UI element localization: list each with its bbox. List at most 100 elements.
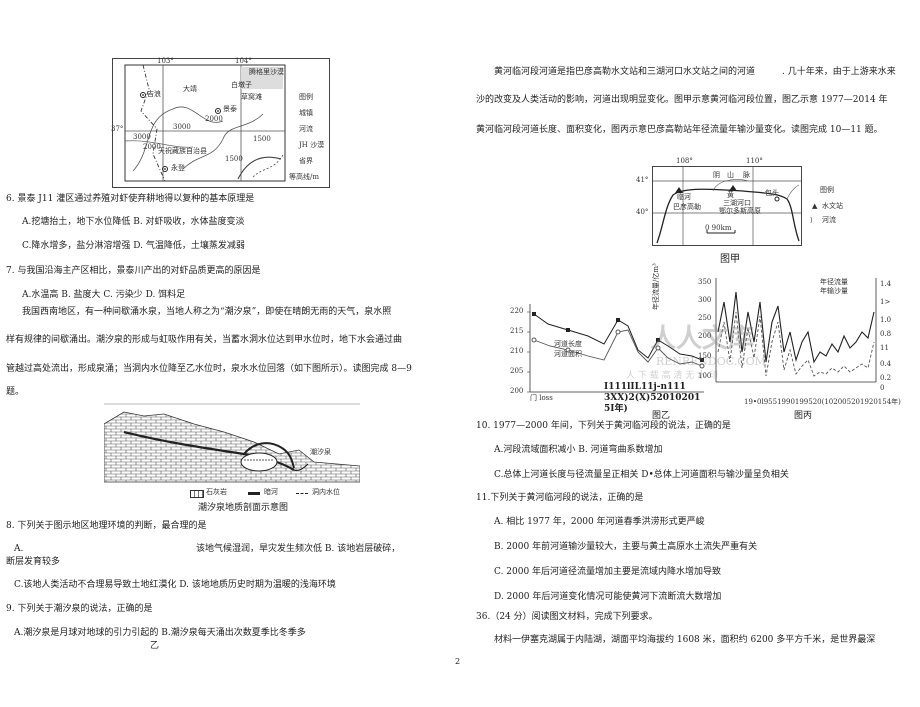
map2-legend-title: 图例 xyxy=(820,186,834,194)
contour-1500-a: 1500 xyxy=(253,135,271,143)
question-10-options-ab: A.河段流域面积减小 B. 河道弯曲系数增加 xyxy=(494,445,663,455)
chart-yi: 220 215 210 205 200 河道长度 河道面积 xyxy=(508,300,708,410)
legend-limestone: 石灰岩 xyxy=(206,488,227,496)
question-8-options-cd: C.该地人类活动不合理易导致土地红漠化 D. 该地地质历史时期为温暖的浅海环境 xyxy=(14,580,336,590)
chart-yi-ytick-220: 220 xyxy=(510,307,524,315)
intro-line-2: 沙的改变及人类活动的影响，河道出现明显变化。图甲示意黄河临河段位置，图乙示意 1… xyxy=(476,95,888,105)
question-10-options-cd: C.总体上河道长度与径流量呈正相关 D•总体上河道面积与输沙量呈负相关 xyxy=(494,470,789,480)
tidal-spring-figure: 潮汐泉 xyxy=(103,402,361,494)
question-9: 9. 下列关于潮汐泉的说法，正确的是 xyxy=(6,604,153,614)
chart-yi-ytick-200: 200 xyxy=(510,387,524,395)
lon-label-103: 103° xyxy=(157,57,174,65)
passage-line-4: 题。 xyxy=(6,387,25,397)
question-11: 11.下列关于黄河临河段的说法，正确的是 xyxy=(476,493,644,503)
chart-bing-rtick-3: 1.0 xyxy=(880,316,892,324)
place-linhe: 临河 xyxy=(677,193,691,201)
question-11-option-c: C. 2000 年后河道径流量增加主要是流域内降水增加导致 xyxy=(494,567,722,577)
chart-bing-rtick-4: 0.8 xyxy=(880,330,892,338)
jingtai-map xyxy=(113,59,329,187)
question-9-option-c: 乙 xyxy=(150,641,160,651)
map2-legend-river-icon: ⟩ xyxy=(810,216,813,224)
question-6-options-cd: C.降水增多，盐分淋溶增强 D. 气温降低，土壤蒸发减弱 xyxy=(22,241,245,251)
chart-yi-svg xyxy=(527,304,705,393)
map2-lon-110: 110° xyxy=(746,157,763,165)
question-11-option-b: B. 2000 年前河道输沙量较大，主要与黄土高原水土流失严重有关 xyxy=(494,542,758,552)
chart-bing-rtick-6: 0.4 xyxy=(880,360,892,368)
map1-legend-contour: 等高线/m xyxy=(289,173,319,181)
question-8-options-ab-cont: 断层发育较多 xyxy=(6,557,61,567)
question-7: 7. 与我国沿海主产区相比，景泰川产出的对虾品质更高的原因是 xyxy=(6,266,261,276)
watermark-title: 人人文库 xyxy=(650,324,755,354)
contour-2000-a: 2000 xyxy=(205,115,223,123)
contour-1500-b: 1500 xyxy=(225,155,243,163)
chart-bing-left-axis-label: 年径流量/亿m³ xyxy=(652,263,660,310)
question-6-options-ab: A.挖塘抬土，地下水位降低 B. 对虾吸收，水体盐度变淡 xyxy=(22,217,245,227)
question-8: 8. 下列关于图示地区地理环境的判断，最合理的是 xyxy=(6,521,207,531)
chart-yi-caption: 图乙 xyxy=(652,411,671,421)
intro-line-1b: . 几十年来，由于上游来水来 xyxy=(782,67,896,77)
contour-2000-b: 2000 xyxy=(143,143,161,151)
chart-bing-ytick-300: 300 xyxy=(698,296,712,304)
question-6: 6. 景泰 J11 灌区通过养殖对虾使弃耕地得以复种的基本原理是 xyxy=(6,194,255,204)
intro-line-3: 黄河临河段河道长度、面积变化，图丙示意巴彦高勒站年径流量年输沙量变化。读图完成 … xyxy=(476,125,883,135)
chart-bing-xtext: 19•0l9551990199520(102005201920154年) xyxy=(744,398,901,406)
map2-lon-108: 108° xyxy=(676,157,693,165)
map1-legend-river: 河流 xyxy=(299,125,313,133)
map2-legend-station-icon: ▲ xyxy=(812,202,818,210)
tidal-spring-diagram xyxy=(103,403,361,483)
tidal-spring-caption: 潮汐泉地质剖面示意图 xyxy=(198,503,289,513)
question-9-options-ab: A.潮汐泉是月球对地球的引力引起的 B.潮汐泉每天涌出次数夏季比冬季多 xyxy=(14,628,306,638)
page-number: 2 xyxy=(455,657,461,666)
map1-legend-town: 城镇 xyxy=(299,109,313,117)
chart-yi-xtext-2: 3XX)2(X)52010201 xyxy=(604,393,701,403)
map2-legend-station: 水文站 xyxy=(822,202,843,210)
map2-scale: 0 90km xyxy=(705,224,732,232)
place-jingtai: 景泰 xyxy=(223,105,237,113)
linhe-map xyxy=(653,167,801,245)
chart-bing: 350 300 250 200 150 100 1.4 1> 1.0 0.8 1… xyxy=(696,272,906,396)
legend-cave-water-level-swatch xyxy=(296,493,308,494)
chart-bing-rtick-2: 1> xyxy=(880,298,891,306)
chart-bing-ytick-100: 100 xyxy=(698,372,712,380)
chart-bing-rtick-1: 1.4 xyxy=(880,280,892,288)
place-baidunzi: 白墩子 xyxy=(231,81,252,89)
chart-yi-xtext-3: 5I年) xyxy=(604,404,628,414)
linhe-map-figure: 阴 山 脉 临河 巴彦高勒 黄 三湖河口 鄂尔多斯高原 包头 0 90km xyxy=(652,166,802,246)
question-36: 36.（24 分）阅读图文材料，完成下列要求。 xyxy=(476,612,658,622)
tidal-spring-label: 潮汐泉 xyxy=(310,448,331,456)
question-7-options: A.水温高 B. 盐度大 C. 污染少 D. 饵料足 xyxy=(22,290,186,300)
passage-line-3: 管越过高处流出，形成泉涌；当洞内水位降至乙水位时，泉水水位回落（如下图所示）。读… xyxy=(6,364,412,374)
passage-line-1: 我国西南地区，有一种间歇涌水泉，当地人称之为“潮汐泉”，即使在晴朗无雨的天气，泉… xyxy=(22,307,392,317)
chart-bing-rtick-7: 0.2 xyxy=(880,374,892,382)
place-caowotan: 草窝滩 xyxy=(241,93,262,101)
chart-yi-legend-length: 河道长度 xyxy=(554,340,582,348)
watermark-url: RENRENDOC.COM xyxy=(656,355,766,368)
place-dajing: 大靖 xyxy=(183,85,197,93)
map2-lat-41: 41° xyxy=(636,176,649,184)
chart-yi-ytick-205: 205 xyxy=(510,367,524,375)
map2-caption: 图甲 xyxy=(720,254,740,265)
question-8-a-label: A. xyxy=(14,544,24,554)
place-tengger-desert: 腾格里沙漠 xyxy=(249,68,284,76)
place-jilang: 吉浪 xyxy=(147,90,161,98)
chart-bing-ytick-200: 200 xyxy=(698,332,712,340)
passage-line-2: 样有规律的间歇涌出。潮汐泉的形成与虹吸作用有关，当蓄水洞水位达到甲水位时，地下水… xyxy=(6,335,403,345)
chart-bing-ytick-350: 350 xyxy=(698,278,712,286)
legend-limestone-swatch xyxy=(190,490,204,498)
map2-lat-40: 40° xyxy=(636,208,649,216)
map2-legend-river: 河流 xyxy=(822,216,836,224)
contour-3000-b: 3000 xyxy=(133,133,151,141)
place-yin: 阴 xyxy=(713,171,720,179)
place-tianzhu: 天祝藏族自治县 xyxy=(158,147,207,155)
place-mai: 脉 xyxy=(743,171,750,179)
question-8-options-ab: 该地气候湿润，旱灾发生频次低 B. 该地岩层破碎， xyxy=(196,544,401,554)
map1-legend-border: 省界 xyxy=(299,157,313,165)
chart-bing-rtick-8: 0 xyxy=(880,384,885,392)
legend-underground-river: 暗河 xyxy=(264,488,278,496)
place-huang: 黄 xyxy=(727,191,734,199)
place-sanhuhekou: 三湖河口 xyxy=(723,199,751,207)
question-10: 10. 1977—2000 年间，下列关于黄河临河段的说法，正确的是 xyxy=(476,421,731,431)
legend-cave-water-level: 洞内水位 xyxy=(312,488,340,496)
question-11-option-d: D. 2000 年后河道变化情况可能使黄河下流断流大数增加 xyxy=(494,592,722,602)
place-yongdeng: 永登 xyxy=(171,164,185,172)
